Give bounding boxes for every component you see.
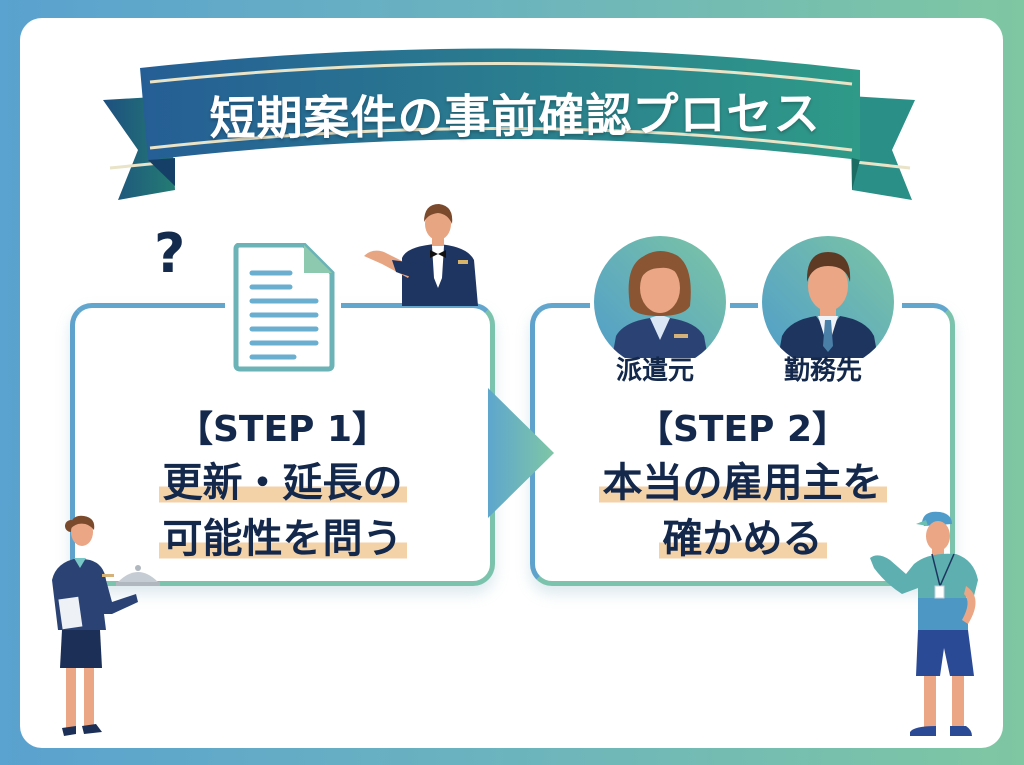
female-staff-avatar [594,236,726,358]
waitress-figure [52,515,160,736]
role-label-dispatch-agency: 派遣元 [616,356,695,386]
event-staff-figure [870,511,978,736]
step-1-line-1: 更新・延長の [75,450,490,508]
question-mark-icon: ? [154,222,186,285]
step-2-line-2: 確かめる [535,506,950,564]
step-2-line-1: 本当の雇用主を [535,450,950,508]
document-icon [233,243,335,372]
step-2-box: 【STEP 2】 本当の雇用主を 確かめる [530,303,955,586]
role-label-workplace: 勤務先 [784,356,863,386]
step-1-line-2: 可能性を問う [75,506,490,564]
next-step-arrow-icon [488,388,554,518]
waiter-figure [364,204,478,306]
step-2-label: 【STEP 2】 [636,409,849,450]
page-title: 短期案件の事前確認プロセス [209,86,821,146]
title-ribbon [103,48,915,200]
male-staff-avatar [762,236,894,358]
step-1-label: 【STEP 1】 [176,409,389,450]
